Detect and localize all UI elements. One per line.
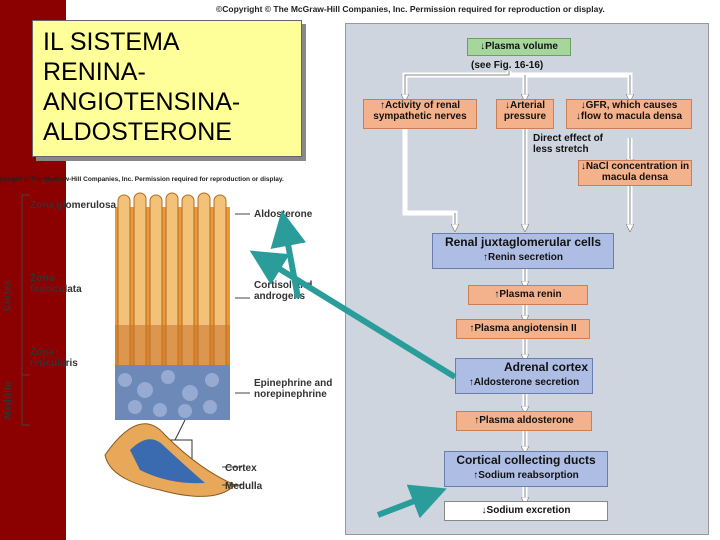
box-plasma-angiotensin: ↑Plasma angiotensin II xyxy=(456,319,590,339)
label-gland-medulla: Medulla xyxy=(225,481,263,492)
box-arterial-pressure: ↓Arterial pressure xyxy=(496,99,554,129)
box-plasma-volume: ↓Plasma volume xyxy=(467,38,571,56)
box-plasma-aldosterone: ↑Plasma aldosterone xyxy=(456,411,592,431)
box-juxtaglomerular-cells: Renal juxtaglomerular cells ↑Renin secre… xyxy=(432,233,614,269)
title-box: IL SISTEMA RENINA- ANGIOTENSINA- ALDOSTE… xyxy=(32,20,302,157)
label-cortisol: Cortisol and androgens xyxy=(254,280,313,302)
label-zona-reticularis: Zona reticularis xyxy=(30,347,78,369)
adrenal-aldosterone-secretion: ↑Aldosterone secretion xyxy=(468,377,580,388)
box-nacl-concentration: ↓NaCl concentration in macula densa xyxy=(578,160,692,186)
slide-title: IL SISTEMA RENINA- ANGIOTENSINA- ALDOSTE… xyxy=(43,28,241,146)
label-epinephrine: Epinephrine and norepinephrine xyxy=(254,378,333,400)
label-zona-fasciculata: Zona fasciculata xyxy=(30,273,82,295)
box-plasma-renin: ↑Plasma renin xyxy=(468,285,588,305)
label-zona-glomerulosa: Zona glomerulosa xyxy=(30,200,117,211)
box-activity-renal-nerves: ↑Activity of renal sympathetic nerves xyxy=(363,99,477,129)
adrenal-title: Adrenal cortex xyxy=(503,360,588,374)
ccd-sodium-reabsorption: ↑Sodium reabsorption xyxy=(473,470,579,481)
adrenal-anatomy-figure xyxy=(21,192,250,497)
label-see-fig: (see Fig. 16-16) xyxy=(471,60,544,71)
copyright-top: ©Copyright © The McGraw-Hill Companies, … xyxy=(216,4,605,14)
label-direct-effect: Direct effect of less stretch xyxy=(533,133,604,155)
box-sodium-excretion: ↓Sodium excretion xyxy=(444,501,608,521)
label-gland-cortex: Cortex xyxy=(225,463,257,474)
teal-arrow-short xyxy=(270,210,306,299)
jg-renin-secretion: ↑Renin secretion xyxy=(482,252,564,263)
ccd-title: Cortical collecting ducts xyxy=(456,453,596,467)
box-gfr: ↓GFR, which causes ↓flow to macula densa xyxy=(566,99,692,129)
copyright-left: pyright © The McGraw-Hill Companies, Inc… xyxy=(0,176,284,183)
teal-arrow-sodium xyxy=(376,484,447,519)
box-cortical-collecting-ducts: Cortical collecting ducts ↑Sodium reabso… xyxy=(444,451,608,487)
jg-title: Renal juxtaglomerular cells xyxy=(444,235,602,249)
